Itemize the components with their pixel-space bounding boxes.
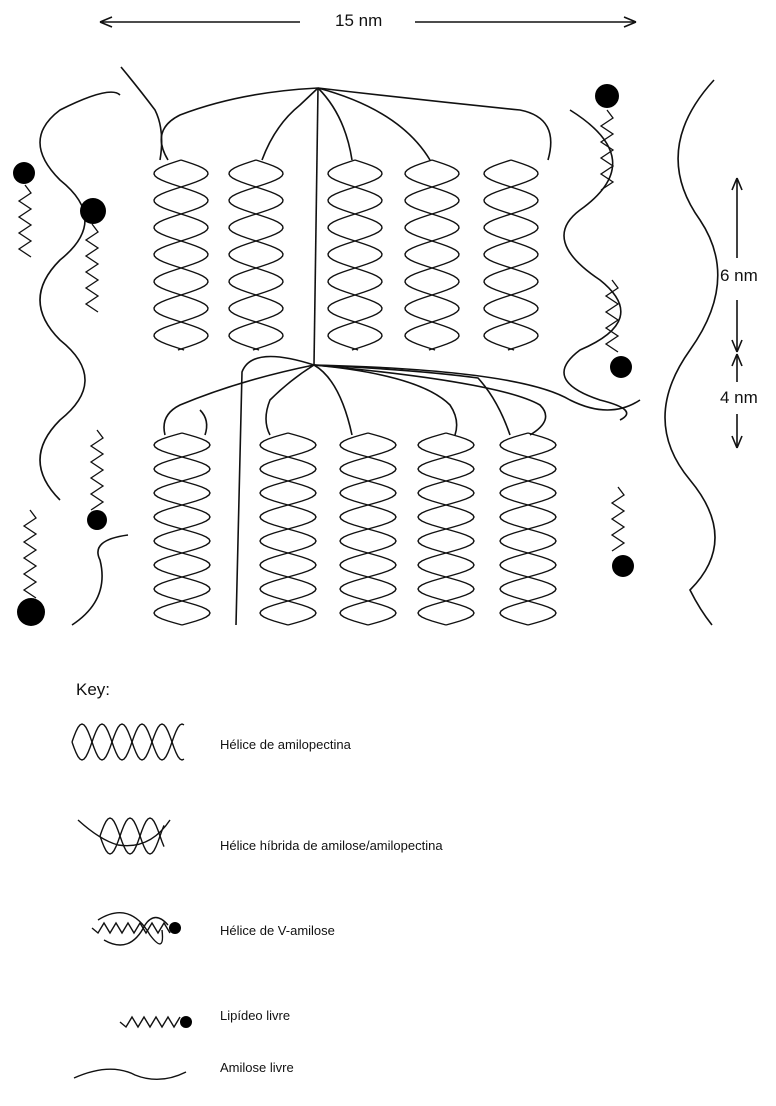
free-amylose-chain-right [665, 80, 718, 625]
period-dimension-label: 6 nm [720, 266, 758, 286]
period-dimension-arrow [732, 178, 742, 352]
lipid-head-dot [87, 510, 107, 530]
lipid-zigzag [612, 487, 624, 551]
free-amylose-chain-left-lower [72, 535, 128, 625]
helix-strand [484, 160, 538, 350]
helix-strand [260, 433, 316, 625]
free-lipid-icon [120, 1016, 192, 1028]
helix-strand [418, 433, 474, 625]
key-title: Key: [76, 680, 110, 700]
free-amylose-chain-left [40, 92, 120, 500]
lipid-zigzag [601, 110, 613, 190]
key-label-hybrid-helix: Hélice híbrida de amilose/amilopectina [220, 838, 443, 853]
lipid-head-dot [595, 84, 619, 108]
key-label-v-amylose-helix: Hélice de V-amilose [220, 923, 335, 938]
amylopectin-helix-icon [72, 724, 184, 760]
lipid-zigzag [24, 510, 36, 598]
lipid-zigzag [86, 224, 98, 312]
free-amylose-icon [74, 1069, 186, 1079]
key-label-amylopectin-helix: Hélice de amilopectina [220, 737, 351, 752]
key-label-free-amylose: Amilose livre [220, 1060, 294, 1075]
lipid-zigzag [19, 185, 31, 257]
v-amylose-helix-icon [92, 913, 181, 945]
hybrid-helix-icon [78, 818, 170, 854]
lipid-head-dot [80, 198, 106, 224]
helix-strand [154, 433, 210, 625]
amylopectin-backbone [121, 67, 640, 625]
helix-strand [500, 433, 556, 625]
helix-strand [328, 160, 382, 350]
spacing-dimension-label: 4 nm [720, 388, 758, 408]
helix-strand [154, 160, 208, 350]
width-dimension-label: 15 nm [335, 11, 382, 31]
lipid-head-dot [612, 555, 634, 577]
lipid-zigzag-group [19, 110, 624, 598]
lipid-head-dot [13, 162, 35, 184]
helix-strand [405, 160, 459, 350]
lipid-heads [13, 84, 634, 626]
lipid-head-dot [610, 356, 632, 378]
lipid-zigzag [91, 430, 103, 510]
helix-strand [229, 160, 283, 350]
lipid-head-dot [17, 598, 45, 626]
lipid-zigzag [92, 923, 170, 933]
key-label-free-lipid: Lipídeo livre [220, 1008, 290, 1023]
helix-strand [340, 433, 396, 625]
lipid-zigzag [120, 1017, 180, 1027]
